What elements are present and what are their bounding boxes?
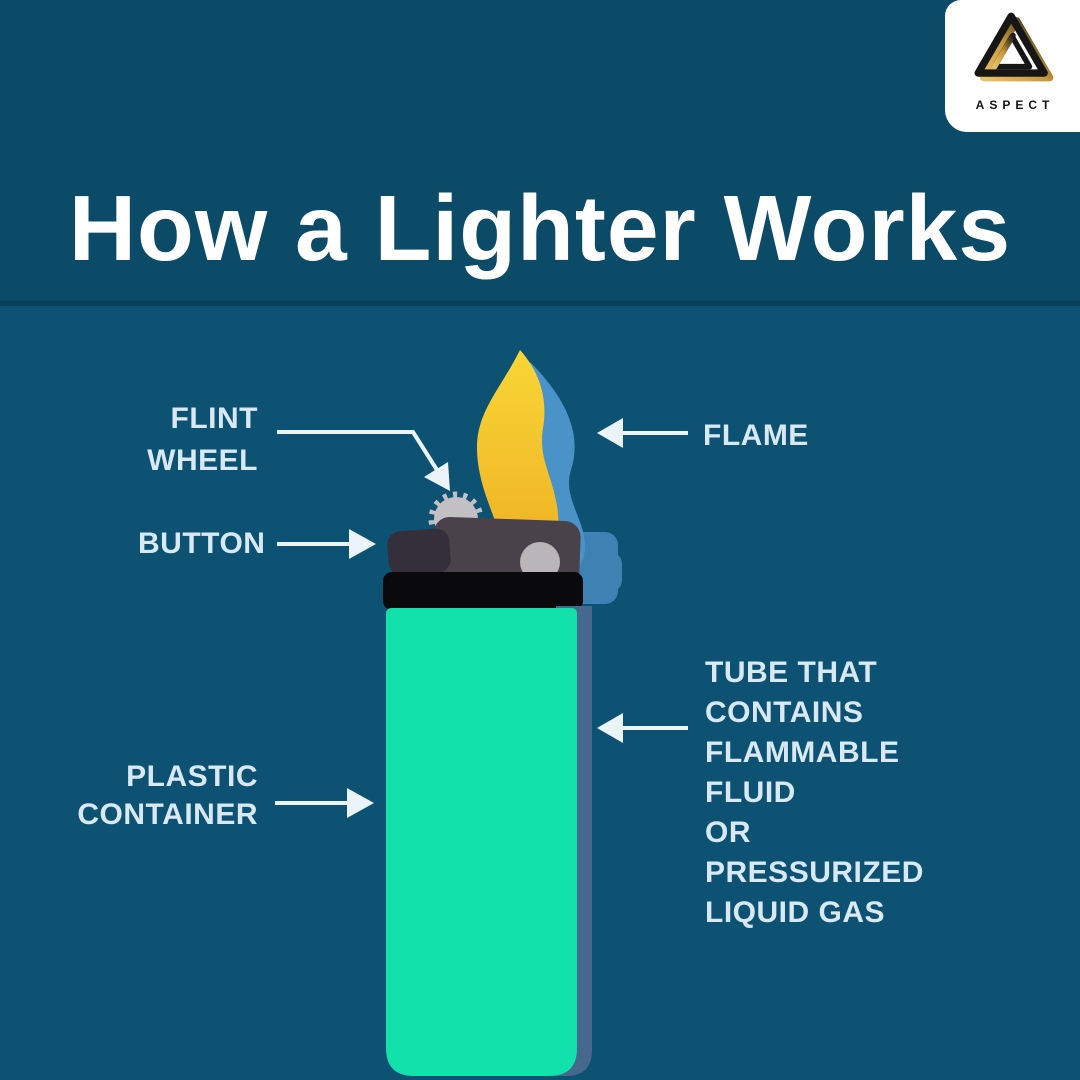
header-seam-divider	[0, 301, 1080, 306]
aspect-triangle-logo-icon	[974, 12, 1053, 82]
label-plastic-container-line1: PLASTIC	[126, 760, 258, 793]
flame-yellow-shape	[476, 350, 559, 574]
brand-card: ASPECT	[945, 0, 1080, 132]
label-tube: TUBE THAT CONTAINS FLAMMABLE FLUID OR PR…	[705, 653, 965, 933]
tube-arrow	[597, 713, 688, 743]
label-button-line1: BUTTON	[138, 527, 266, 560]
brand-name: ASPECT	[975, 98, 1055, 112]
flint-wheel-arrow	[277, 430, 450, 491]
lighter-collar-shape	[383, 572, 583, 610]
lighter-body-shape	[386, 608, 577, 1076]
page-title: How a Lighter Works	[68, 176, 1012, 280]
label-tube-line1: TUBE THAT	[705, 656, 878, 689]
label-flint-wheel-line2: WHEEL	[147, 444, 258, 477]
plastic-container-arrow	[275, 788, 374, 818]
label-button: BUTTON	[138, 526, 266, 562]
header-band	[0, 0, 1080, 301]
button-lever-shape	[387, 528, 451, 576]
label-plastic-container-line2: CONTAINER	[77, 798, 258, 831]
label-tube-line5: LIQUID GAS	[705, 896, 886, 929]
label-tube-line2: CONTAINS	[705, 696, 864, 729]
label-flame: FLAME	[703, 418, 903, 454]
label-flint-wheel: FLINT WHEEL	[40, 398, 258, 482]
flame-arrow	[597, 418, 688, 448]
label-plastic-container: PLASTIC CONTAINER	[36, 758, 258, 834]
label-tube-line3: FLAMMABLE FLUID	[705, 736, 900, 809]
label-flame-line1: FLAME	[703, 419, 809, 452]
label-flint-wheel-line1: FLINT	[170, 402, 258, 435]
label-tube-line4: OR PRESSURIZED	[705, 816, 924, 889]
button-arrow	[277, 529, 376, 559]
